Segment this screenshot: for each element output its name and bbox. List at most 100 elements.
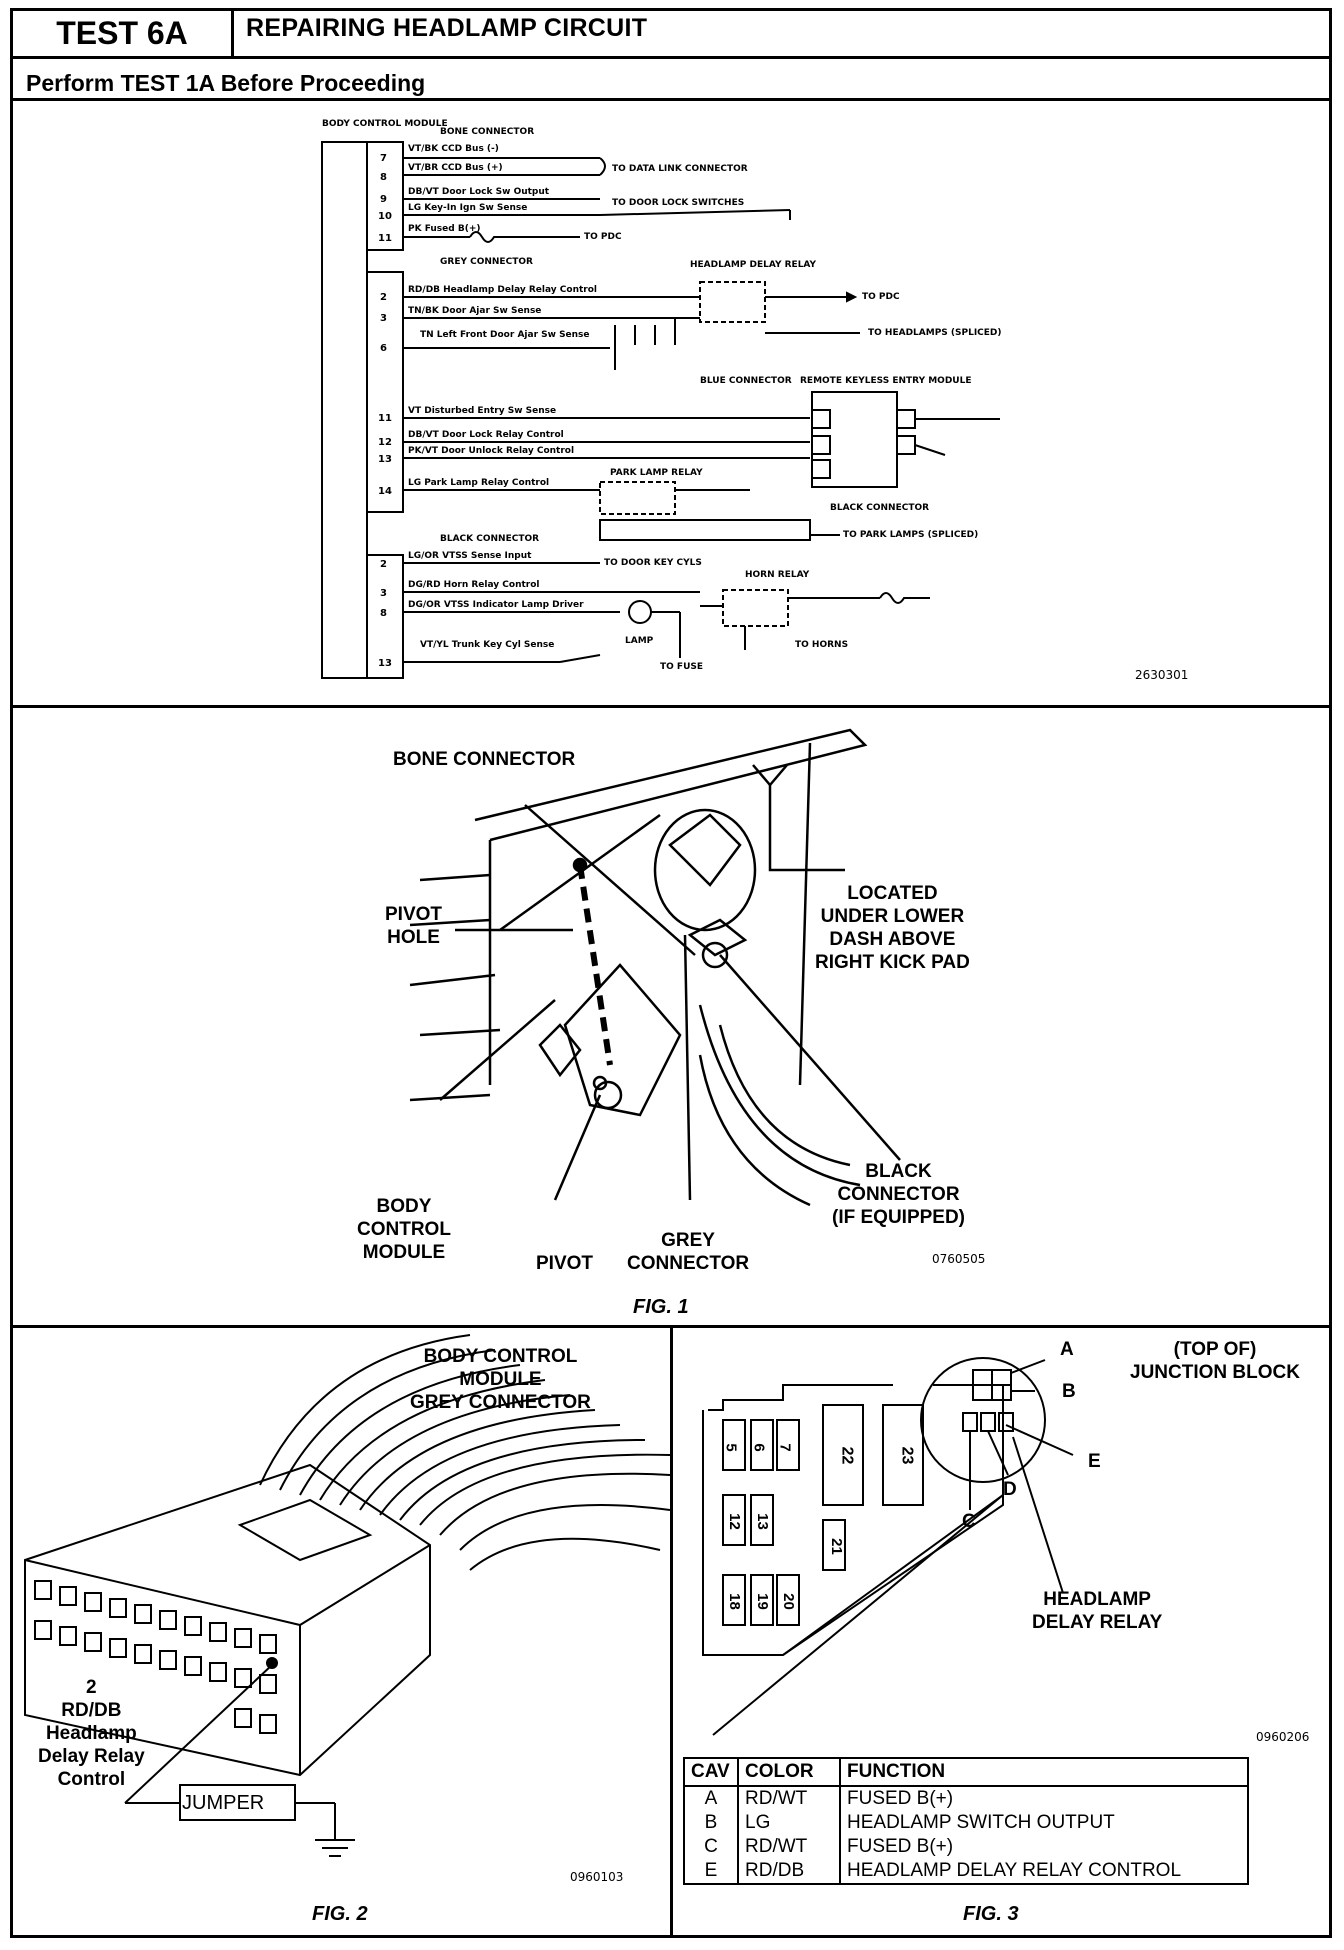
fig1-label: FIG. 1 — [633, 1296, 689, 1318]
table-row: A RD/WT FUSED B(+) — [683, 1786, 1249, 1811]
cell-color: RD/WT — [737, 1786, 841, 1811]
fig3-title: (TOP OF) JUNCTION BLOCK — [1130, 1339, 1300, 1383]
wire-label: DG/OR VTSS Indicator Lamp Driver — [408, 600, 584, 610]
lamp-label: LAMP — [625, 636, 654, 646]
svg-text:11: 11 — [378, 233, 392, 244]
page-subtitle: Perform TEST 1A Before Proceeding — [26, 70, 426, 96]
fuse-label: 5 — [722, 1443, 740, 1452]
svg-text:6: 6 — [380, 343, 387, 354]
fig2-title: BODY CONTROL MODULE GREY CONNECTOR — [410, 1346, 591, 1413]
black-connector-rke-label: BLACK CONNECTOR — [830, 503, 930, 513]
divider — [10, 705, 1332, 708]
svg-text:2: 2 — [380, 559, 387, 570]
letter-c: C — [962, 1511, 976, 1532]
cell-function: FUSED B(+) — [839, 1835, 1249, 1859]
svg-text:8: 8 — [380, 608, 387, 619]
fig1-code: 0760505 — [932, 1252, 986, 1266]
callout-located: LOCATED UNDER LOWER DASH ABOVE RIGHT KIC… — [815, 883, 970, 973]
destination-label: TO HEADLAMPS (SPLICED) — [868, 328, 1002, 338]
fig3-code: 0960206 — [1256, 1730, 1310, 1744]
wire-label: PK Fused B(+) — [408, 224, 481, 234]
wire-label: VT/BR CCD Bus (+) — [408, 163, 503, 173]
cell-color: LG — [737, 1811, 841, 1835]
divider — [670, 1325, 673, 1938]
wire-label: TN/BK Door Ajar Sw Sense — [408, 306, 542, 316]
fuse-label: 18 — [725, 1593, 743, 1610]
cell-function: HEADLAMP SWITCH OUTPUT — [839, 1811, 1249, 1835]
remote-keyless-label: REMOTE KEYLESS ENTRY MODULE — [800, 376, 972, 386]
fig3-label: FIG. 3 — [963, 1903, 1019, 1925]
svg-text:12: 12 — [378, 437, 392, 448]
fuse-label: 20 — [779, 1593, 797, 1610]
wire-label: LG Park Lamp Relay Control — [408, 478, 550, 488]
jumper-label: JUMPER — [182, 1792, 265, 1814]
wire-label: VT/YL Trunk Key Cyl Sense — [420, 640, 555, 650]
headlamp-delay-relay-label: HEADLAMP DELAY RELAY — [690, 260, 817, 270]
black-connector-label: BLACK CONNECTOR — [440, 534, 540, 544]
letter-b: B — [1062, 1381, 1076, 1402]
svg-text:3: 3 — [380, 313, 387, 324]
blue-connector-label: BLUE CONNECTOR — [700, 376, 792, 386]
cavity-table: CAV COLOR FUNCTION A RD/WT FUSED B(+) B … — [683, 1757, 1249, 1885]
module-label: BODY CONTROL MODULE — [322, 119, 448, 129]
page-title: REPAIRING HEADLAMP CIRCUIT — [246, 14, 648, 42]
svg-text:2: 2 — [380, 292, 387, 303]
header-function: FUNCTION — [839, 1757, 1249, 1787]
callout-pivot: PIVOT — [536, 1253, 594, 1274]
horn-relay-label: HORN RELAY — [745, 570, 810, 580]
cell-color: RD/WT — [737, 1835, 841, 1859]
table-row: B LG HEADLAMP SWITCH OUTPUT — [683, 1811, 1249, 1835]
callout-body-control-module: BODY CONTROL MODULE — [357, 1196, 451, 1263]
fuse-label: 7 — [776, 1443, 794, 1452]
wire-label: DG/RD Horn Relay Control — [408, 580, 540, 590]
svg-text:3: 3 — [380, 588, 387, 599]
fig1-illustration — [409, 728, 901, 1207]
svg-text:11: 11 — [378, 413, 392, 424]
divider — [10, 98, 1332, 101]
callout-bone-connector: BONE CONNECTOR — [393, 749, 576, 770]
svg-text:7: 7 — [380, 153, 387, 164]
destination-label: TO PARK LAMPS (SPLICED) — [843, 530, 979, 540]
svg-text:10: 10 — [378, 211, 392, 222]
svg-text:9: 9 — [380, 194, 387, 205]
wire-label: DB/VT Door Lock Sw Output — [408, 187, 550, 197]
fig2-wire-callout: 2 RD/DB Headlamp Delay Relay Control — [38, 1677, 145, 1790]
fuse-label: 23 — [898, 1446, 916, 1465]
callout-black-connector: BLACK CONNECTOR (IF EQUIPPED) — [832, 1161, 966, 1228]
fig3-illustration — [702, 1357, 1074, 1736]
destination-label: TO DOOR KEY CYLS — [604, 558, 702, 568]
wire-label: VT/BK CCD Bus (-) — [408, 144, 499, 154]
destination-label: TO PDC — [862, 292, 900, 302]
wire-label: LG Key-In Ign Sw Sense — [408, 203, 528, 213]
cell-cav: C — [683, 1835, 739, 1859]
grey-connector-label: GREY CONNECTOR — [440, 257, 533, 267]
table-row: E RD/DB HEADLAMP DELAY RELAY CONTROL — [683, 1859, 1249, 1885]
svg-text:13: 13 — [378, 658, 392, 669]
header-color: COLOR — [737, 1757, 841, 1787]
fig2-code: 0960103 — [570, 1870, 624, 1884]
cell-cav: B — [683, 1811, 739, 1835]
park-lamp-relay-label: PARK LAMP RELAY — [610, 468, 703, 478]
relay-label: HEADLAMP DELAY RELAY — [1032, 1589, 1163, 1633]
destination-label: TO HORNS — [795, 640, 849, 650]
fuse-label: 13 — [753, 1513, 771, 1530]
cell-cav: A — [683, 1786, 739, 1811]
fuse-label: 19 — [753, 1593, 771, 1610]
schematic-code: 2630301 — [1135, 668, 1189, 682]
cell-function: FUSED B(+) — [839, 1786, 1249, 1811]
destination-label: TO FUSE — [660, 662, 704, 672]
fuse-label: 21 — [827, 1538, 845, 1555]
letter-e: E — [1088, 1451, 1101, 1472]
wire-label: PK/VT Door Unlock Relay Control — [408, 446, 575, 456]
divider — [10, 56, 1332, 59]
cell-cav: E — [683, 1859, 739, 1885]
table-row: C RD/WT FUSED B(+) — [683, 1835, 1249, 1859]
wire-label: TN Left Front Door Ajar Sw Sense — [420, 330, 590, 340]
wire-label: VT Disturbed Entry Sw Sense — [408, 406, 557, 416]
fuse-label: 12 — [725, 1513, 743, 1530]
svg-text:14: 14 — [378, 486, 392, 497]
header-cav: CAV — [683, 1757, 739, 1787]
wire-label: DB/VT Door Lock Relay Control — [408, 430, 564, 440]
svg-text:13: 13 — [378, 454, 392, 465]
wire-label: RD/DB Headlamp Delay Relay Control — [408, 285, 597, 295]
